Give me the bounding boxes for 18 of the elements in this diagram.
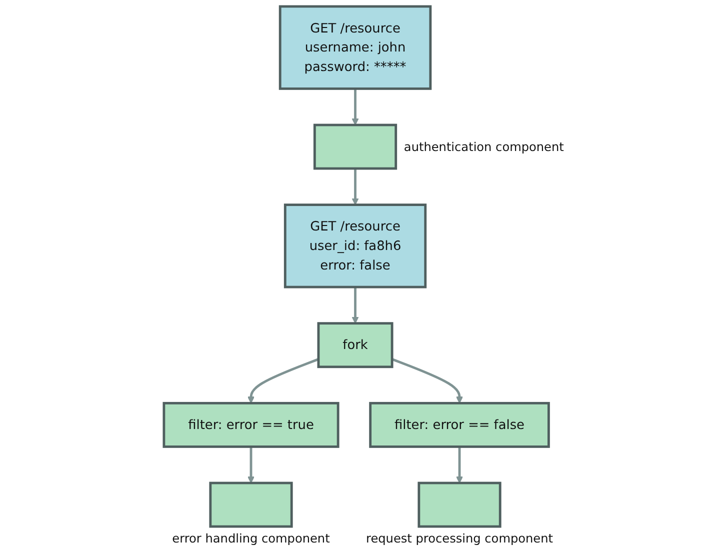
arrow bbox=[352, 287, 359, 324]
node-box: filter: error == false bbox=[369, 402, 550, 448]
node-box: filter: error == true bbox=[162, 402, 340, 448]
node-caption: request processing component bbox=[366, 532, 554, 546]
arrow bbox=[456, 446, 464, 484]
arrow bbox=[352, 168, 359, 206]
arrow bbox=[247, 446, 255, 484]
arrow bbox=[247, 358, 319, 404]
node-box bbox=[209, 482, 293, 528]
arrow bbox=[392, 358, 464, 404]
node-caption: authentication component bbox=[404, 140, 564, 154]
node-caption: error handling component bbox=[172, 532, 330, 546]
node-box: GET /resource username: john password: ***** bbox=[278, 5, 432, 90]
node-box bbox=[313, 124, 398, 170]
node-box bbox=[418, 482, 502, 528]
node-box: GET /resource user_id: fa8h6 error: false bbox=[284, 204, 427, 288]
node-box: fork bbox=[317, 322, 394, 368]
arrow bbox=[352, 88, 359, 126]
